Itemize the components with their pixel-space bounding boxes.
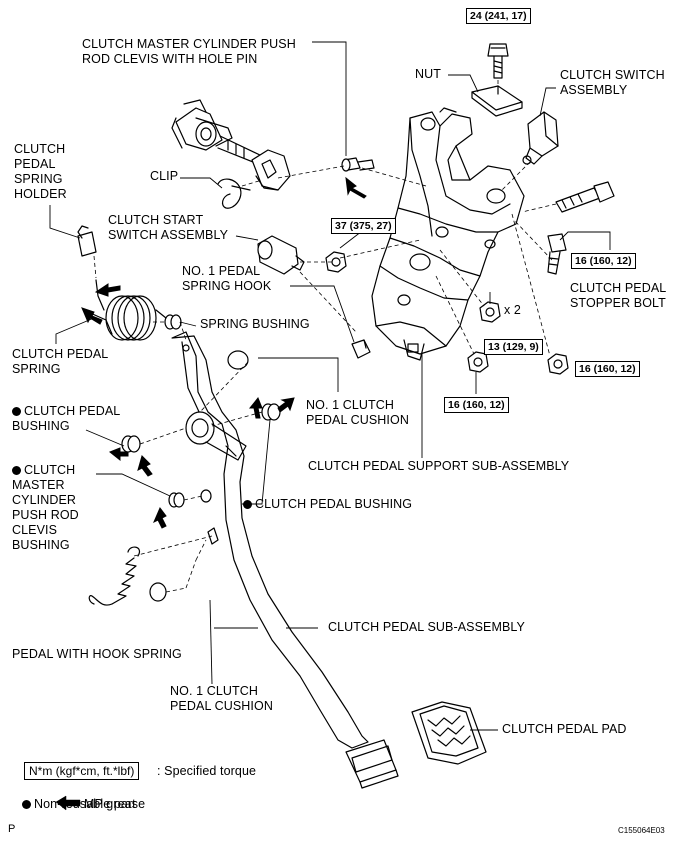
stopper-bolt — [547, 233, 567, 275]
cushion-top-part — [227, 350, 249, 370]
figure-code: C155064E03 — [618, 826, 665, 835]
clutch-start-switch — [257, 235, 305, 275]
torque-label-24: 24 (241, 17) — [466, 8, 531, 24]
nut-16-right — [547, 353, 569, 375]
label-spring-hook: NO. 1 PEDAL SPRING HOOK — [182, 264, 272, 293]
clip — [217, 178, 251, 209]
label-nut: NUT — [415, 67, 441, 81]
label-pedal-pad: CLUTCH PEDAL PAD — [502, 722, 627, 736]
legend-torque-box: N*m (kgf*cm, ft.*lbf) — [24, 762, 140, 780]
label-stopper-bolt: CLUTCH PEDAL STOPPER BOLT — [570, 281, 667, 310]
hook-spring — [88, 546, 140, 606]
label-pedal-sub: CLUTCH PEDAL SUB-ASSEMBLY — [328, 620, 525, 634]
label-pedal-spring: CLUTCH PEDAL SPRING — [12, 347, 109, 376]
label-clevis-bushing: CLUTCH MASTER CYLINDER PUSH ROD CLEVIS B… — [12, 463, 79, 553]
spring-holder — [77, 225, 97, 257]
clutch-pedal-spring — [87, 279, 167, 341]
label-pedal-bushing-right: CLUTCH PEDAL BUSHING — [243, 497, 412, 512]
label-spring-holder: CLUTCH PEDAL SPRING HOLDER — [14, 142, 67, 201]
nonreusable-dot-icon — [12, 407, 21, 416]
master-cylinder-rod — [171, 99, 263, 165]
label-clip: CLIP — [150, 169, 179, 183]
legend-torque-text: : Specified torque — [157, 764, 257, 778]
pedal-pad — [411, 701, 487, 765]
torque-label-13: 13 (129, 9) — [484, 339, 543, 355]
nonreusable-dot-icon — [22, 800, 31, 809]
nut-37 — [325, 251, 347, 273]
label-push-rod-clevis: CLUTCH MASTER CYLINDER PUSH ROD CLEVIS W… — [82, 37, 296, 66]
clutch-switch-assembly — [522, 111, 559, 165]
label-spring-bushing: SPRING BUSHING — [200, 317, 310, 331]
pedal-bushing-left — [121, 435, 141, 453]
footer-left: P — [8, 823, 16, 835]
pedal-foot — [345, 739, 399, 789]
nonreusable-dot-icon — [243, 500, 252, 509]
torque-label-lower: 16 (160, 12) — [444, 397, 509, 413]
legend-grease-arrow-icon — [55, 795, 81, 811]
label-start-switch: CLUTCH START SWITCH ASSEMBLY — [108, 213, 229, 242]
label-cushion-bottom: NO. 1 CLUTCH PEDAL CUSHION — [170, 684, 273, 713]
nut-16-lower — [467, 351, 489, 373]
label-support-sub: CLUTCH PEDAL SUPPORT SUB-ASSEMBLY — [308, 459, 570, 473]
clevis-pin — [341, 157, 375, 172]
legend-nonreusable-text: Non-reusable part — [34, 797, 136, 811]
torque-label-right: 16 (160, 12) — [575, 361, 640, 377]
support-bracket — [371, 107, 525, 361]
torque-label-37: 37 (375, 27) — [331, 218, 396, 234]
torque-label-stopper: 16 (160, 12) — [571, 253, 636, 269]
label-pedal-bushing-left: CLUTCH PEDAL BUSHING — [12, 404, 120, 434]
label-times-two: x 2 — [504, 303, 521, 317]
pedal-bushing-right — [261, 403, 281, 421]
pedal-spring-hook — [351, 339, 371, 359]
cushion-bottom-part — [149, 582, 167, 602]
nut-x2 — [479, 301, 501, 323]
legend-nonreusable: Non-reusable part — [22, 797, 136, 812]
label-clevis-bushing-text: CLUTCH MASTER CYLINDER PUSH ROD CLEVIS B… — [12, 463, 79, 552]
clevis-bushing-part — [168, 492, 185, 508]
label-pedal-bushing-right-text: CLUTCH PEDAL BUSHING — [255, 497, 413, 511]
label-clutch-switch: CLUTCH SWITCH ASSEMBLY — [560, 68, 665, 97]
spring-bushing — [164, 314, 182, 330]
nut-plate — [471, 85, 523, 117]
clevis — [251, 149, 291, 191]
label-hook-spring: PEDAL WITH HOOK SPRING — [12, 647, 182, 661]
nonreusable-dot-icon — [12, 466, 21, 475]
label-pedal-bushing-left-text: CLUTCH PEDAL BUSHING — [12, 404, 121, 433]
label-cushion-top: NO. 1 CLUTCH PEDAL CUSHION — [306, 398, 409, 427]
pivot-bolt — [555, 181, 615, 213]
top-bolt — [487, 43, 509, 79]
legend-grease-text: MP grease — [84, 797, 146, 811]
